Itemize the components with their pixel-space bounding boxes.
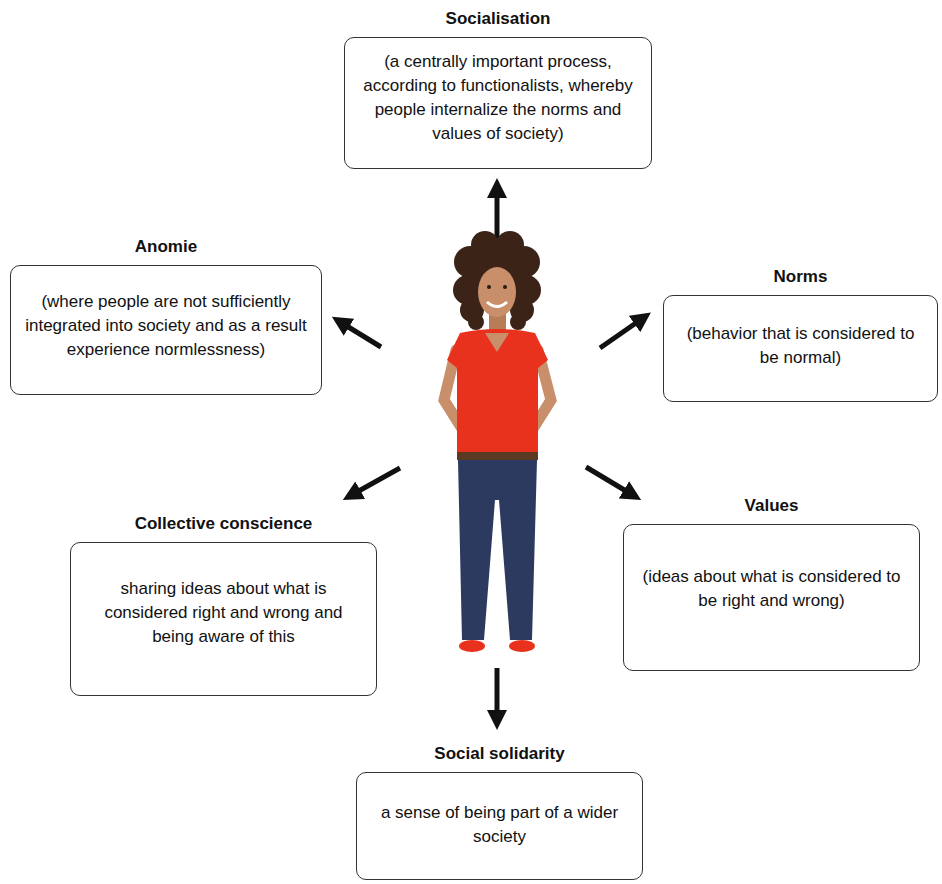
concept-heading: Anomie (10, 236, 322, 258)
concept-definition: sharing ideas about what is considered r… (83, 577, 364, 649)
arrow-anomie (337, 320, 381, 347)
concept-definition: (ideas about what is considered to be ri… (636, 565, 907, 613)
concept-node: Values (ideas about what is considered to… (623, 495, 920, 671)
concept-node: Collective conscience sharing ideas about… (70, 513, 377, 696)
concept-definition: a sense of being part of a wider society (369, 801, 630, 849)
concept-definition: (behavior that is considered to be norma… (676, 322, 925, 370)
concept-box: (behavior that is considered to be norma… (663, 295, 938, 402)
concept-heading: Collective conscience (70, 513, 377, 535)
arrows (337, 184, 646, 724)
arrow-up (495, 184, 500, 243)
concept-node: Norms (behavior that is considered to be … (663, 266, 938, 402)
concept-box: sharing ideas about what is considered r… (70, 542, 377, 696)
concept-box: (where people are not sufficiently integ… (10, 265, 322, 395)
concept-heading: Values (623, 495, 920, 517)
concept-heading: Norms (663, 266, 938, 288)
concept-definition: (a centrally important process, accordin… (357, 50, 639, 146)
arrow-norms (600, 316, 646, 348)
arrow-down (495, 668, 500, 724)
arrow-collective (348, 468, 400, 497)
concept-node: Social solidarity a sense of being part o… (356, 743, 643, 880)
concept-heading: Social solidarity (356, 743, 643, 765)
concept-box: a sense of being part of a wider society (356, 772, 643, 880)
arrow-values (586, 467, 636, 497)
concept-definition: (where people are not sufficiently integ… (23, 290, 309, 362)
concept-box: (ideas about what is considered to be ri… (623, 524, 920, 671)
concept-node: Socialisation (a centrally important proc… (344, 8, 652, 169)
concept-heading: Socialisation (344, 8, 652, 30)
concept-node: Anomie (where people are not sufficiently… (10, 236, 322, 395)
woman-figure (444, 231, 551, 652)
concept-box: (a centrally important process, accordin… (344, 37, 652, 169)
